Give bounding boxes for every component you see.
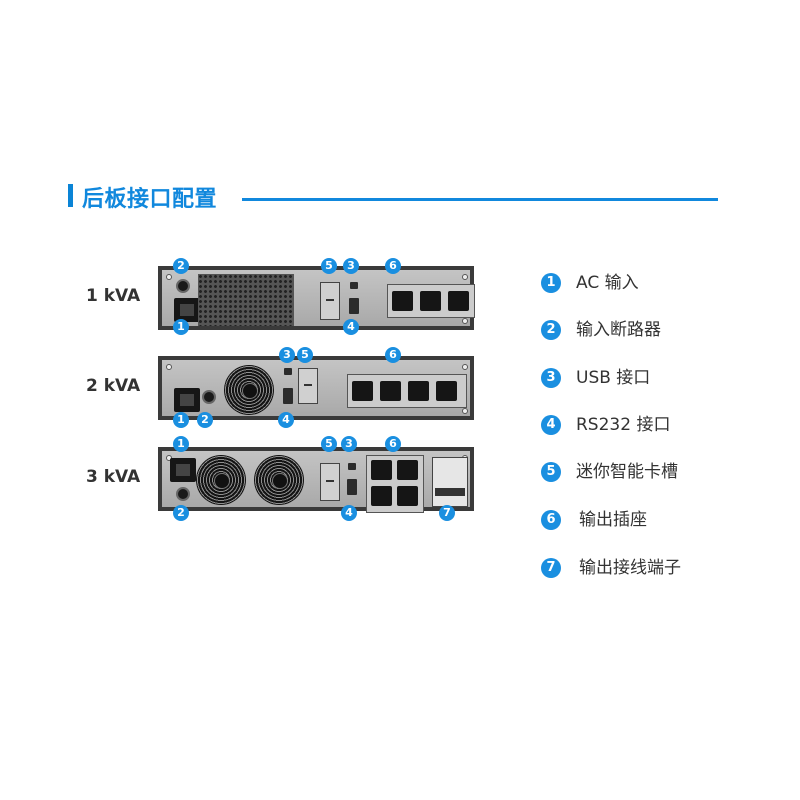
row-label-2kva: 2 kVA <box>86 376 141 396</box>
page-title: 后板接口配置 <box>82 187 218 212</box>
cooling-fan <box>224 365 274 415</box>
cooling-fan <box>196 455 246 505</box>
header-rule <box>242 198 718 201</box>
rear-panel-3kva <box>158 447 474 513</box>
screw <box>462 408 468 414</box>
legend-label: 输入断路器 <box>576 320 661 340</box>
output-outlet <box>397 460 418 480</box>
screw <box>462 274 468 280</box>
legend-badge: 3 <box>541 368 561 388</box>
output-outlet <box>397 486 418 506</box>
input-breaker <box>202 390 216 404</box>
legend-badge: 1 <box>541 273 561 293</box>
output-outlet <box>371 486 392 506</box>
header-accent-bar <box>68 184 73 207</box>
callout-badge: 5 <box>297 347 313 363</box>
callout-badge: 5 <box>321 258 337 274</box>
callout-badge: 3 <box>343 258 359 274</box>
legend-badge: 5 <box>541 462 561 482</box>
callout-badge: 2 <box>197 412 213 428</box>
callout-badge: 2 <box>173 505 189 521</box>
input-breaker <box>176 487 190 501</box>
input-breaker <box>176 279 190 293</box>
callout-badge: 4 <box>278 412 294 428</box>
output-outlet-group <box>366 455 424 513</box>
screw <box>462 318 468 324</box>
legend-label: AC 输入 <box>576 273 639 293</box>
vent-grille <box>198 274 294 326</box>
output-outlet <box>420 291 441 311</box>
screw <box>166 364 172 370</box>
output-outlet-group <box>387 284 475 318</box>
screw <box>166 274 172 280</box>
callout-badge: 4 <box>343 319 359 335</box>
usb-port <box>348 463 356 470</box>
callout-badge: 4 <box>341 505 357 521</box>
rear-panel-2kva <box>158 356 474 420</box>
rear-panel-1kva <box>158 266 475 330</box>
screw <box>462 364 468 370</box>
output-outlet <box>371 460 392 480</box>
output-outlet <box>436 381 457 401</box>
legend-badge: 7 <box>541 558 561 578</box>
callout-badge: 1 <box>173 319 189 335</box>
legend-label: USB 接口 <box>576 368 651 388</box>
legend-label: RS232 接口 <box>576 415 671 435</box>
output-outlet <box>352 381 373 401</box>
legend-label: 迷你智能卡槽 <box>576 462 678 482</box>
callout-badge: 3 <box>341 436 357 452</box>
terminal-strip <box>435 488 465 496</box>
mini-card-slot <box>320 463 340 501</box>
mini-card-slot <box>298 368 318 404</box>
output-outlet <box>380 381 401 401</box>
callout-badge: 2 <box>173 258 189 274</box>
rs232-port <box>349 298 359 314</box>
legend-label: 输出插座 <box>579 510 647 530</box>
legend-badge: 6 <box>541 510 561 530</box>
ac-input-inlet <box>170 458 196 482</box>
output-terminal-block <box>432 457 468 507</box>
ac-input-inlet <box>174 298 200 322</box>
usb-port <box>350 282 358 289</box>
cooling-fan <box>254 455 304 505</box>
callout-badge: 1 <box>173 436 189 452</box>
callout-badge: 1 <box>173 412 189 428</box>
output-outlet <box>392 291 413 311</box>
callout-badge: 7 <box>439 505 455 521</box>
legend-badge: 2 <box>541 320 561 340</box>
callout-badge: 6 <box>385 258 401 274</box>
row-label-3kva: 3 kVA <box>86 467 141 487</box>
output-outlet <box>448 291 469 311</box>
rs232-port <box>283 388 293 404</box>
legend-badge: 4 <box>541 415 561 435</box>
ac-input-inlet <box>174 388 200 412</box>
output-outlet-group <box>347 374 467 408</box>
row-label-1kva: 1 kVA <box>86 286 141 306</box>
mini-card-slot <box>320 282 340 320</box>
callout-badge: 3 <box>279 347 295 363</box>
legend-label: 输出接线端子 <box>579 558 681 578</box>
usb-port <box>284 368 292 375</box>
callout-badge: 6 <box>385 436 401 452</box>
callout-badge: 5 <box>321 436 337 452</box>
output-outlet <box>408 381 429 401</box>
callout-badge: 6 <box>385 347 401 363</box>
rs232-port <box>347 479 357 495</box>
